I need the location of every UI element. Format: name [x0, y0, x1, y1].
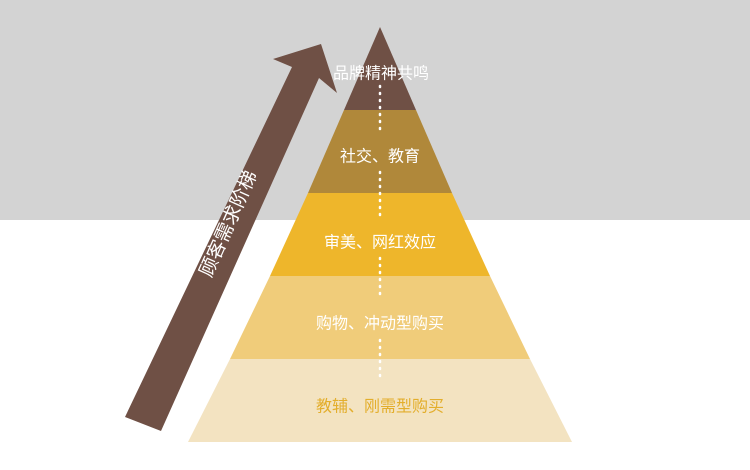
pyramid-tier-5-shape	[188, 359, 572, 442]
pyramid-tier-2-shape	[308, 110, 452, 193]
tier-4-label: 购物、冲动型购买	[316, 314, 444, 333]
arrow-shape	[125, 44, 337, 431]
tier-1-label: 品牌精神共鸣	[333, 64, 429, 83]
tier-2-label: 社交、教育	[340, 147, 420, 166]
pyramid-tier-1-shape	[344, 27, 416, 110]
pyramid	[188, 27, 572, 442]
tier-3-label: 审美、网红效应	[324, 233, 436, 252]
pyramid-tier-4-shape	[230, 276, 530, 359]
tier-labels: 品牌精神共鸣 社交、教育 审美、网红效应 购物、冲动型购买 教辅、刚需型购买	[316, 64, 444, 416]
pyramid-tier-3-shape	[270, 193, 490, 276]
tier-5-label: 教辅、刚需型购买	[316, 397, 444, 416]
